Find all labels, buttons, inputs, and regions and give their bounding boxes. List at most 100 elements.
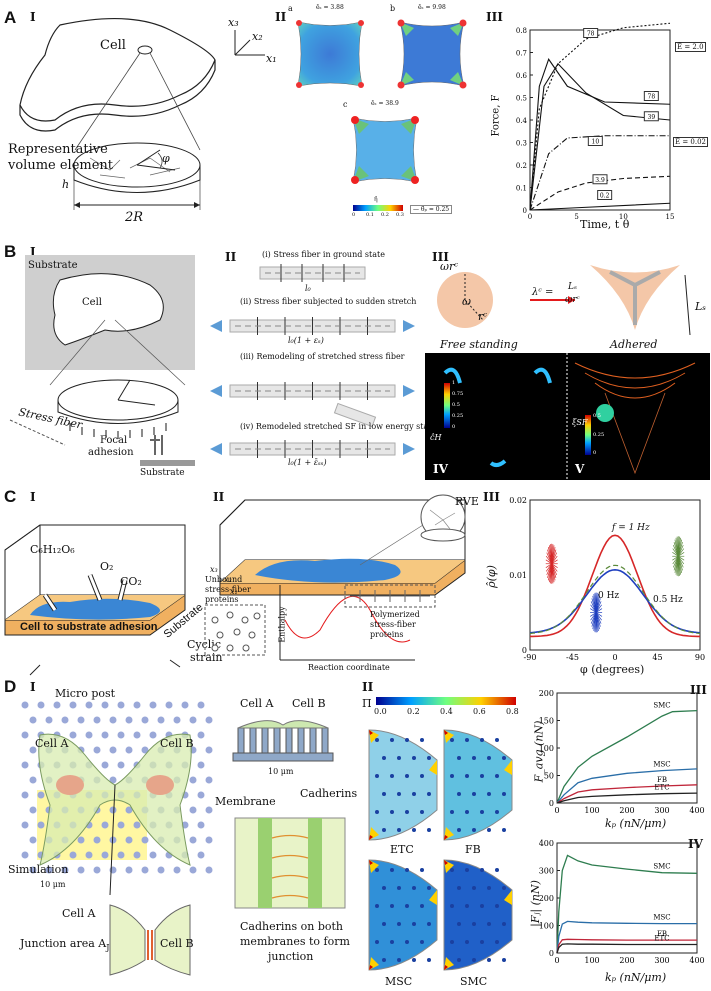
- pi-map-post: [502, 792, 506, 796]
- micropost-dot: [21, 791, 29, 799]
- pi-map-post: [427, 922, 431, 926]
- pi-map-post: [502, 828, 506, 832]
- micropost-dot: [117, 701, 125, 709]
- micropost-dot: [181, 701, 189, 709]
- simulation-label: Simulation: [8, 863, 69, 876]
- favg-ytick-label: 100: [539, 744, 554, 753]
- rve-c-label: RVE: [455, 495, 479, 508]
- step-2: (ii) Stress fiber subjected to sudden st…: [240, 297, 417, 306]
- force-xlabel: Time, t θ: [580, 218, 630, 231]
- c-axis-x2: x₂: [224, 575, 232, 584]
- favg-ytick-label: 200: [539, 689, 554, 698]
- micropost-dot: [189, 806, 197, 814]
- force-ytick-label: 0.7: [516, 50, 527, 58]
- cb1-tick-2: 0.5: [452, 402, 460, 408]
- force-curve-39: [529, 62, 671, 211]
- micropost-dot: [197, 791, 205, 799]
- micropost-dot: [77, 836, 85, 844]
- micropost-dot: [85, 731, 93, 739]
- sim-tag-c: c: [343, 100, 348, 109]
- micropost-dot: [157, 716, 165, 724]
- micropost-dot: [117, 761, 125, 769]
- panel-d-sub-2: II: [362, 680, 374, 694]
- panel-c-label: C: [4, 487, 17, 506]
- pi-map-etc: [368, 729, 438, 841]
- force-box-label: 78: [587, 31, 595, 38]
- micropost-dot: [69, 701, 77, 709]
- micropost-dot: [197, 701, 205, 709]
- pi-map-post: [472, 828, 476, 832]
- axis-x1: x₁: [266, 52, 277, 65]
- favg-series-fb: [556, 784, 698, 804]
- cell-box-drawing: [4, 524, 186, 676]
- junction-label: Junction area AJ: [20, 937, 109, 952]
- sim-title-a: ēₛ = 3.88: [316, 4, 344, 11]
- force-ytick-label: 0.6: [516, 72, 528, 80]
- sim-square-c: [351, 116, 419, 184]
- force-box: [592, 174, 608, 185]
- co2-label: CO₂: [120, 575, 142, 588]
- cadherins-label: Cadherins: [300, 787, 358, 800]
- orient-glyph-line: [594, 592, 598, 633]
- type-etc: ETC: [390, 843, 414, 856]
- pi-map-post: [487, 922, 491, 926]
- lambda-frac-top: Lₛ: [568, 282, 578, 292]
- junction-text: Junction area A: [20, 937, 107, 950]
- pi-map-post: [405, 904, 409, 908]
- cb1-title: ĉH: [430, 433, 442, 442]
- cb2-tick-1: 0.25: [593, 432, 605, 438]
- sim-square-b: [397, 19, 467, 89]
- micropost-dot: [133, 851, 141, 859]
- panel-a-label: A: [4, 8, 17, 27]
- pi-map-post: [450, 738, 454, 742]
- micropost-dot: [101, 701, 109, 709]
- pi-map-post: [465, 774, 469, 778]
- cell-a-label-2: Cell A: [240, 697, 274, 710]
- force-xtick-label: 15: [666, 213, 675, 221]
- cb1-tick-3: 0.25: [452, 413, 464, 419]
- pi-map-post: [472, 792, 476, 796]
- micropost-dot: [125, 806, 133, 814]
- unbound-1: Unbound: [205, 575, 243, 584]
- force-legend-top: Ē̄ = 2.0: [675, 42, 706, 52]
- pi-map-post: [397, 922, 401, 926]
- pi-map-post: [465, 904, 469, 908]
- sf-arrow-left: [210, 320, 222, 332]
- free-adhered-drawing: [437, 265, 691, 336]
- cyclic-label-2: strain: [190, 651, 223, 664]
- micropost-dot: [197, 731, 205, 739]
- sim-colorbar-tick-2: 0.2: [381, 212, 389, 218]
- pi-map-post: [382, 886, 386, 890]
- panel-c-sub-2: II: [213, 490, 225, 504]
- pi-map-post: [450, 868, 454, 872]
- pi-map-post: [480, 940, 484, 944]
- pi-map-post: [487, 792, 491, 796]
- fj-series-msc: [556, 920, 697, 954]
- micropost-dot: [149, 731, 157, 739]
- micropost-dot: [157, 866, 165, 874]
- pi-map-post: [382, 792, 386, 796]
- pi-map-shape: [368, 859, 438, 971]
- ann-0hz: 0 Hz: [598, 591, 620, 601]
- micropost-dot: [197, 821, 205, 829]
- ten-um-label-2: 10 μm: [268, 767, 294, 776]
- pi-map-post: [480, 810, 484, 814]
- cell-b-nucleus: [146, 775, 174, 795]
- pi-map-post: [420, 738, 424, 742]
- micropost-dot: [109, 806, 117, 814]
- pi-map-post: [412, 756, 416, 760]
- panel-c-sub-1: I: [30, 490, 36, 504]
- pi-map-post: [427, 886, 431, 890]
- micropost-dot: [205, 776, 213, 784]
- force-ytick-label: 0.8: [516, 27, 527, 35]
- micropost-dot: [37, 821, 45, 829]
- pi-map-post: [465, 738, 469, 742]
- fj-xtick-label: 0: [554, 956, 559, 965]
- force-xtick-label: 5: [574, 213, 578, 221]
- panel-d-sub-1: I: [30, 680, 36, 694]
- sim-colorbar-title: η̄: [374, 196, 378, 203]
- fj-ylabel: |Fⱼ| (nN): [528, 880, 542, 927]
- substrate-label: Substrate: [28, 260, 78, 271]
